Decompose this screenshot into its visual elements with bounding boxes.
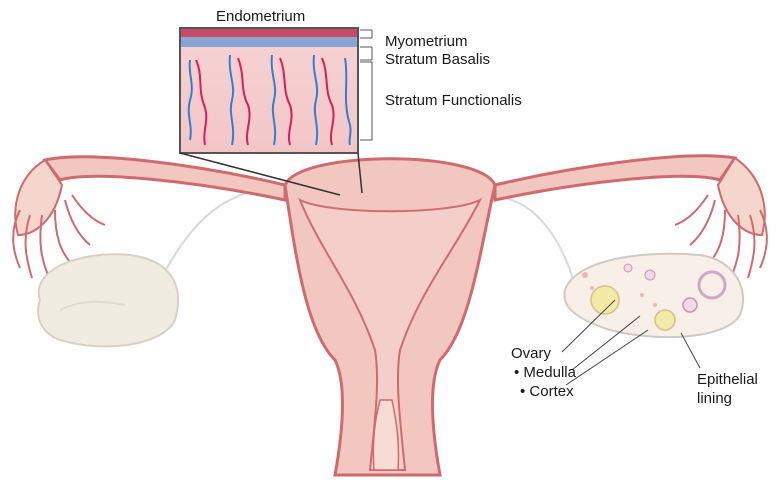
myometrium-label: Myometrium [385, 34, 468, 49]
stratum-functionalis-label: Stratum Functionalis [385, 93, 522, 108]
left-ovarian-ligament [160, 190, 258, 280]
myometrium-bracket [360, 30, 372, 38]
right-ovarian-ligament [505, 198, 575, 285]
right-fallopian-tube [495, 156, 735, 200]
left-ovary [38, 254, 178, 346]
cortex-label: • Cortex [520, 384, 574, 399]
stratum-functionalis-bracket [360, 62, 372, 140]
endometrium-label: Endometrium [216, 9, 305, 24]
endometrium-inset [180, 28, 358, 153]
stratum-basalis-label: Stratum Basalis [385, 52, 490, 67]
right-ovary [564, 254, 743, 337]
ovary-label: Ovary [511, 346, 551, 361]
follicle [655, 310, 675, 330]
cervical-canal [373, 400, 398, 470]
epithelial-label-line2: lining [697, 391, 732, 406]
epithelial-pointer [681, 333, 700, 368]
cortex-pointer [566, 330, 648, 385]
left-fallopian-tube [45, 157, 285, 200]
epithelial-label-line1: Epithelial [697, 372, 758, 387]
medulla-label: • Medulla [514, 365, 576, 380]
stratum-basalis-bracket [360, 47, 372, 60]
